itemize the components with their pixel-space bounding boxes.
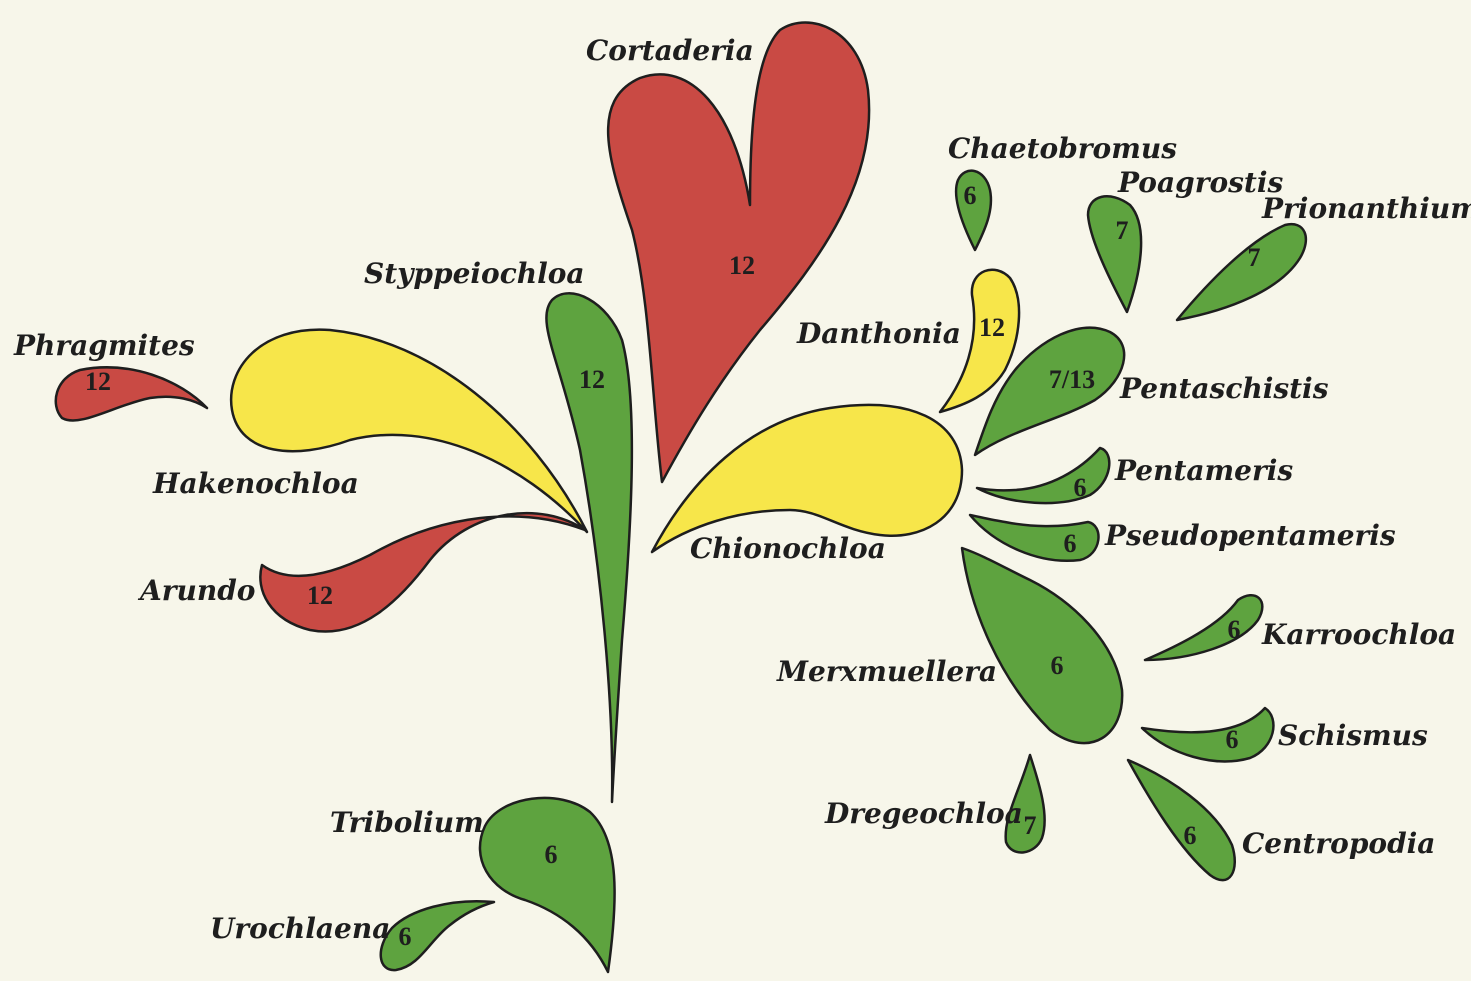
taxon-centropodia: 6 Centropodia xyxy=(1128,760,1435,880)
leaf-pentameris xyxy=(977,448,1109,503)
taxon-dregeochloa: 7 Dregeochloa xyxy=(824,755,1045,853)
label-karroochloa: Karroochloa xyxy=(1261,618,1456,651)
num-poagrostis: 7 xyxy=(1116,216,1129,245)
label-prionanthium: Prionanthium xyxy=(1261,192,1471,225)
leaf-hakenochloa xyxy=(231,330,587,532)
taxon-chionochloa: Chionochloa xyxy=(652,405,962,565)
taxon-phragmites: 12 Phragmites xyxy=(13,329,207,420)
leaf-prionanthium xyxy=(1177,224,1306,320)
leaf-chionochloa xyxy=(652,405,962,552)
label-chionochloa: Chionochloa xyxy=(690,532,886,565)
num-danthonia: 12 xyxy=(979,313,1005,342)
taxon-pentameris: 6 Pentameris xyxy=(977,448,1293,503)
label-dregeochloa: Dregeochloa xyxy=(824,797,1023,830)
num-phragmites: 12 xyxy=(85,367,111,396)
leaf-arundo xyxy=(260,513,585,631)
label-cortaderia: Cortaderia xyxy=(586,34,754,67)
label-chaetobromus: Chaetobromus xyxy=(948,132,1177,165)
label-phragmites: Phragmites xyxy=(13,329,195,362)
taxon-tribolium: 6 Tribolium xyxy=(330,798,615,972)
num-chaetobromus: 6 xyxy=(964,181,977,210)
leaf-schismus xyxy=(1142,708,1273,761)
label-schismus: Schismus xyxy=(1278,719,1428,752)
num-karroochloa: 6 xyxy=(1228,615,1241,644)
num-tribolium: 6 xyxy=(545,840,558,869)
num-pentaschistis: 7/13 xyxy=(1049,365,1095,394)
label-danthonia: Danthonia xyxy=(796,317,961,350)
num-styppeiochloa: 12 xyxy=(579,365,605,394)
label-urochlaena: Urochlaena xyxy=(210,912,390,945)
taxon-karroochloa: 6 Karroochloa xyxy=(1145,595,1456,660)
taxon-styppeiochloa: 12 Styppeiochloa xyxy=(364,257,632,802)
label-pseudopentameris: Pseudopentameris xyxy=(1104,519,1396,552)
num-cortaderia: 12 xyxy=(729,251,755,280)
taxon-merxmuellera: 6 Merxmuellera xyxy=(776,548,1122,743)
num-pentameris: 6 xyxy=(1074,473,1087,502)
label-poagrostis: Poagrostis xyxy=(1117,166,1283,199)
num-pseudopentameris: 6 xyxy=(1064,529,1077,558)
label-arundo: Arundo xyxy=(137,574,255,607)
num-centropodia: 6 xyxy=(1184,821,1197,850)
label-tribolium: Tribolium xyxy=(330,806,484,839)
label-pentameris: Pentameris xyxy=(1114,454,1293,487)
leaf-phragmites xyxy=(56,367,207,420)
taxon-prionanthium: 7 Prionanthium xyxy=(1177,192,1471,320)
taxon-pseudopentameris: 6 Pseudopentameris xyxy=(970,515,1396,561)
label-centropodia: Centropodia xyxy=(1242,827,1435,860)
num-prionanthium: 7 xyxy=(1248,243,1261,272)
taxon-arundo: 12 Arundo xyxy=(137,513,585,631)
label-styppeiochloa: Styppeiochloa xyxy=(364,257,585,290)
leaf-tribolium xyxy=(480,798,615,972)
num-schismus: 6 xyxy=(1226,725,1239,754)
taxon-pentaschistis: 7/13 Pentaschistis xyxy=(975,328,1329,455)
num-merxmuellera: 6 xyxy=(1051,651,1064,680)
num-urochlaena: 6 xyxy=(399,922,412,951)
label-merxmuellera: Merxmuellera xyxy=(776,655,997,688)
leaf-pseudopentameris xyxy=(970,515,1098,561)
leaf-poagrostis xyxy=(1088,196,1141,312)
num-dregeochloa: 7 xyxy=(1024,811,1037,840)
taxon-hakenochloa: Hakenochloa xyxy=(152,330,587,532)
num-arundo: 12 xyxy=(307,581,333,610)
taxon-urochlaena: 6 Urochlaena xyxy=(210,901,494,970)
taxon-danthonia: 12 Danthonia xyxy=(796,270,1019,412)
label-hakenochloa: Hakenochloa xyxy=(152,467,359,500)
leaf-karroochloa xyxy=(1145,595,1262,660)
taxon-schismus: 6 Schismus xyxy=(1142,708,1428,761)
leaf-centropodia xyxy=(1128,760,1235,880)
leaf-merxmuellera xyxy=(962,548,1122,743)
label-pentaschistis: Pentaschistis xyxy=(1119,372,1329,405)
